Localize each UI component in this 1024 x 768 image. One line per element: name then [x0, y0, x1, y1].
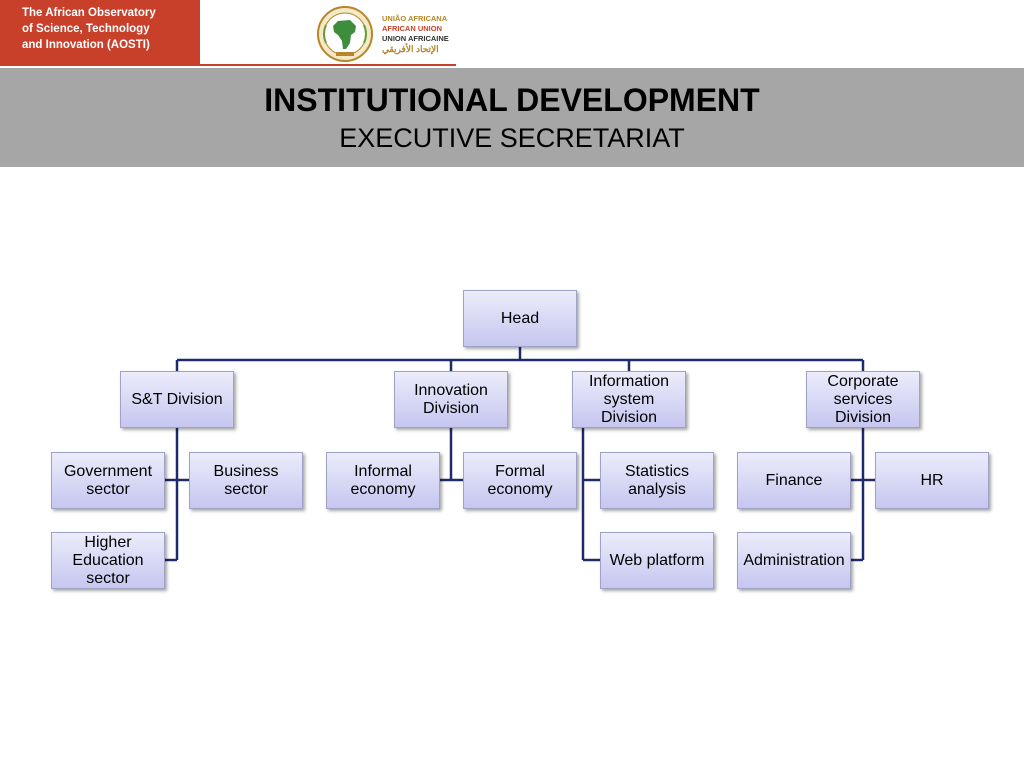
- org-node-informal-economy: Informal economy: [326, 452, 440, 509]
- au-name-portuguese: UNIÃO AFRICANA: [382, 14, 448, 23]
- slide-title: INSTITUTIONAL DEVELOPMENT: [264, 82, 760, 118]
- african-union-emblem-icon: [317, 6, 373, 62]
- aosti-logo-line: The African Observatory: [22, 7, 156, 19]
- title-band: INSTITUTIONAL DEVELOPMENT EXECUTIVE SECR…: [0, 68, 1024, 167]
- org-node-formal-economy: Formal economy: [463, 452, 577, 509]
- aosti-logo-line: of Science, Technology: [22, 23, 150, 35]
- african-union-text: UNIÃO AFRICANA AFRICAN UNION UNION AFRIC…: [382, 14, 449, 54]
- au-name-english: AFRICAN UNION: [382, 24, 442, 33]
- header-divider: [200, 64, 456, 66]
- au-name-arabic: الإتحاد الأفريقي: [382, 44, 439, 54]
- org-node-finance: Finance: [737, 452, 851, 509]
- aosti-logo-line: and Innovation (AOSTI): [22, 39, 150, 51]
- org-node-higher-education-sector: Higher Education sector: [51, 532, 165, 589]
- org-node-statistics-analysis: Statistics analysis: [600, 452, 714, 509]
- org-node-government-sector: Government sector: [51, 452, 165, 509]
- org-node-st-division: S&T Division: [120, 371, 234, 428]
- org-node-hr: HR: [875, 452, 989, 509]
- org-node-information-system-division: Information system Division: [572, 371, 686, 428]
- org-node-business-sector: Business sector: [189, 452, 303, 509]
- african-union-logo: UNIÃO AFRICANA AFRICAN UNION UNION AFRIC…: [316, 5, 476, 63]
- aosti-logo: The African Observatory of Science, Tech…: [0, 0, 200, 66]
- org-node-innovation-division: Innovation Division: [394, 371, 508, 428]
- org-node-corporate-services-division: Corporate services Division: [806, 371, 920, 428]
- org-node-web-platform: Web platform: [600, 532, 714, 589]
- au-name-french: UNION AFRICAINE: [382, 34, 449, 43]
- slide-subtitle: EXECUTIVE SECRETARIAT: [339, 123, 685, 153]
- org-node-head: Head: [463, 290, 577, 347]
- org-node-administration: Administration: [737, 532, 851, 589]
